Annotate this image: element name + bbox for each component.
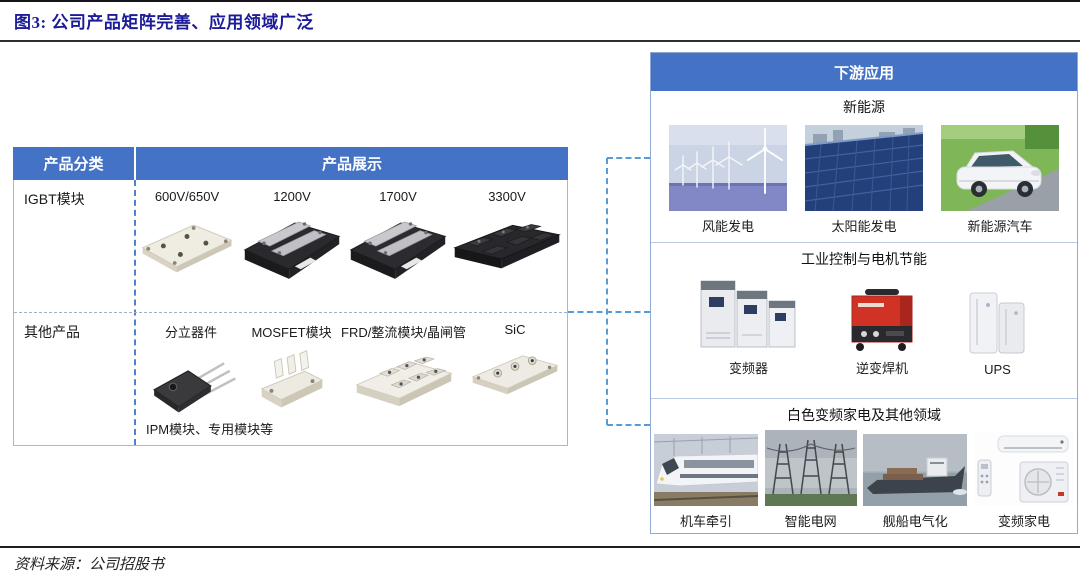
product-label: 1200V: [273, 189, 311, 204]
product-cell: FRD/整流模块/晶闸管: [340, 313, 467, 445]
connector-dashed-top: [607, 157, 650, 159]
app-label: 机车牵引: [679, 514, 732, 529]
product-label: MOSFET模块: [251, 325, 332, 340]
category-label-igbt: IGBT模块: [24, 191, 85, 207]
table-row: 其他产品 分立器件 MOSFET模块: [14, 313, 567, 445]
ship-photo: [863, 434, 968, 506]
ev-car-photo: [941, 125, 1059, 211]
column-header-product-display: 产品展示: [136, 147, 568, 180]
app-label: 变频家电: [997, 514, 1050, 529]
other-products: 分立器件 MOSFET模块: [135, 313, 567, 445]
section-title: 工业控制与电机节能: [801, 251, 927, 267]
solar-power-photo: [805, 125, 923, 211]
igbt-module-3300v-image: [453, 224, 561, 269]
product-cell: 1200V: [239, 180, 345, 312]
welder-photo: [851, 289, 913, 351]
igbt-products: 600V/650V 1200V: [131, 180, 567, 312]
product-cell: MOSFET模块: [243, 313, 340, 445]
connector-dashed-vertical: [606, 158, 608, 425]
sic-module-image: [471, 355, 559, 395]
app-label: 风能发电: [701, 219, 754, 234]
section-new-energy: 新能源 风能发电: [651, 91, 1077, 243]
app-item: 舰船电气化: [863, 434, 968, 530]
train-photo: [654, 434, 758, 506]
frd-rectifier-module-image: [354, 356, 453, 407]
app-label: 舰船电气化: [882, 514, 948, 529]
column-header-product-category: 产品分类: [13, 147, 134, 180]
igbt-module-1200v-image: [243, 221, 341, 279]
product-label: 分立器件: [164, 325, 217, 340]
app-label: 变频器: [728, 361, 768, 376]
app-label: 智能电网: [784, 514, 837, 529]
section-appliances-other: 白色变频家电及其他领域 机车牵引: [651, 399, 1077, 534]
mosfet-module-image: [260, 350, 323, 408]
product-cell: 600V/650V: [135, 180, 239, 312]
app-item: 新能源汽车: [941, 125, 1059, 235]
product-cell: 分立器件: [139, 313, 243, 445]
section-title: 新能源: [843, 99, 885, 115]
product-label: 600V/650V: [154, 189, 220, 204]
igbt-module-600v-image: [141, 224, 233, 273]
downstream-panel: 下游应用 新能源: [650, 52, 1078, 534]
connector-dashed-bottom: [607, 424, 650, 426]
product-table-header: 产品分类 产品展示: [13, 147, 568, 180]
discrete-device-image: [153, 362, 237, 413]
section-title: 白色变频家电及其他领域: [787, 407, 941, 423]
ups-photo: [969, 292, 1024, 354]
power-grid-photo: [764, 430, 857, 506]
app-label: 逆变焊机: [855, 361, 908, 376]
product-label: 1700V: [379, 189, 417, 204]
app-label: 太阳能发电: [831, 219, 897, 234]
section-industrial-control: 工业控制与电机节能 变频器: [651, 243, 1077, 399]
product-label: 3300V: [488, 189, 526, 204]
app-item: 风能发电: [669, 125, 787, 235]
source-text: 资料来源：公司招股书: [14, 557, 165, 573]
product-cell: 1700V: [345, 180, 451, 312]
source-divider: [0, 546, 1080, 548]
igbt-module-1700v-image: [349, 221, 447, 279]
product-cell: SiC: [467, 313, 563, 445]
table-row: IGBT模块 600V/650V 1200V: [14, 180, 567, 312]
app-item: 智能电网: [764, 430, 857, 530]
app-label: 新能源汽车: [967, 219, 1033, 234]
inverter-drives-photo: [700, 280, 795, 348]
app-item: UPS: [966, 287, 1030, 377]
wind-power-photo: [669, 125, 787, 211]
downstream-header: 下游应用: [651, 53, 1077, 91]
product-cell: 3300V: [451, 180, 563, 312]
air-conditioner-photo: [973, 432, 1074, 506]
app-item: 变频器: [699, 275, 799, 377]
product-label: FRD/整流模块/晶闸管: [341, 325, 466, 340]
app-item: 变频家电: [973, 432, 1074, 530]
app-item: 太阳能发电: [805, 125, 923, 235]
category-label-other: 其他产品: [24, 324, 80, 340]
figure-title: 图3: 公司产品矩阵完善、应用领域广泛: [14, 13, 314, 32]
app-item: 机车牵引: [654, 434, 758, 530]
product-table: 产品分类 产品展示 IGBT模块 600V/650V: [13, 147, 568, 447]
title-underline: [0, 40, 1080, 42]
app-item: 逆变焊机: [846, 287, 918, 377]
product-table-body: IGBT模块 600V/650V 1200V: [13, 180, 568, 446]
connector-dashed-middle: [568, 311, 650, 313]
product-label: SiC: [504, 322, 526, 337]
figure-top-border: [0, 0, 1080, 2]
table-row-divider: [14, 312, 567, 313]
app-label: UPS: [984, 362, 1011, 377]
other-products-note: IPM模块、专用模块等: [146, 422, 274, 437]
